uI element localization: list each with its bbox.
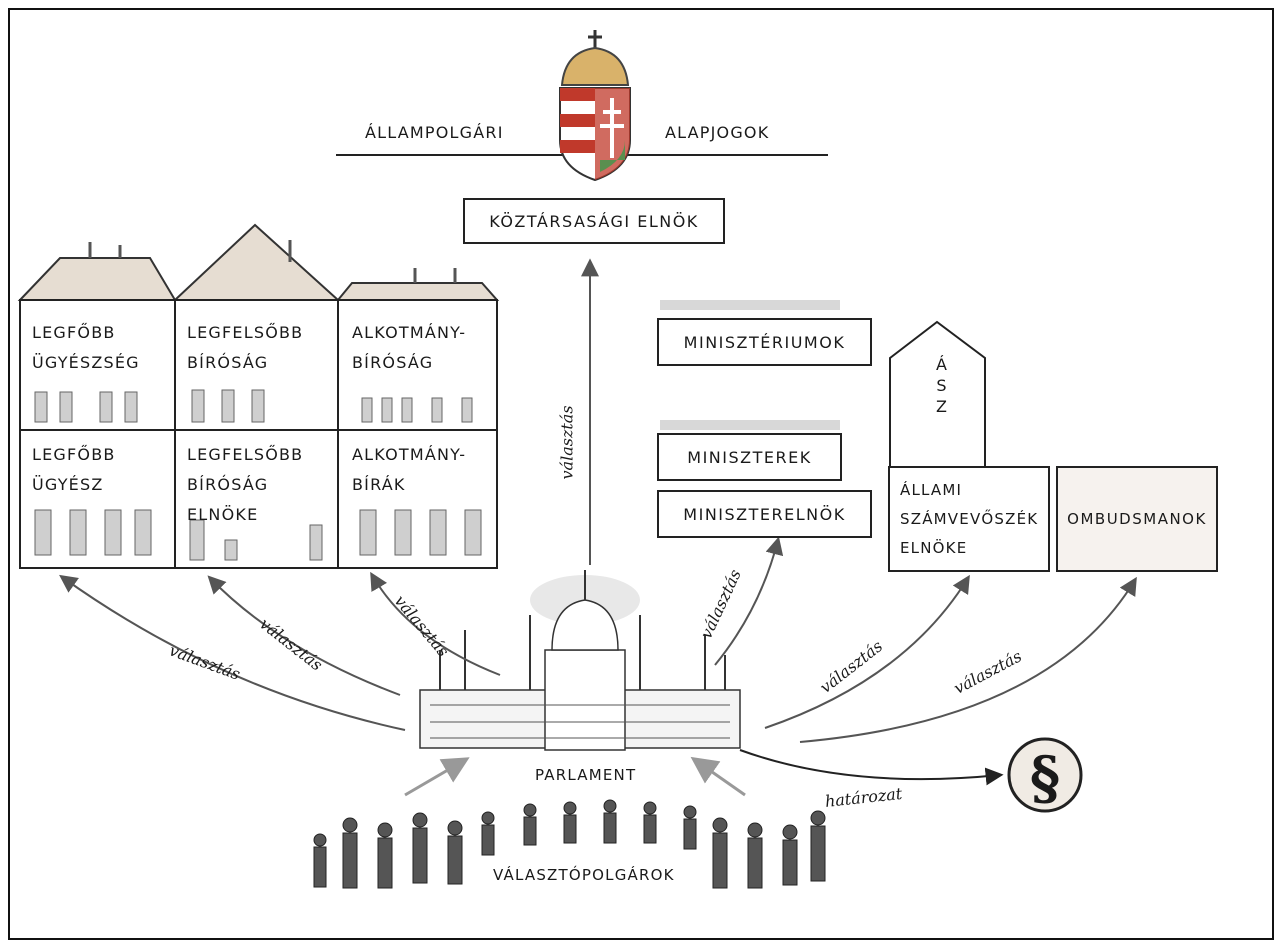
ministries-box: MINISZTÉRIUMOK bbox=[657, 318, 872, 366]
ministers-shade bbox=[660, 420, 840, 430]
asz-label: ÁSZ bbox=[932, 355, 951, 418]
election-label-president: választás bbox=[557, 405, 577, 480]
building-3-upper: ALKOTMÁNY-BÍRÓSÁG bbox=[352, 323, 467, 372]
arrow-to-prime-minister bbox=[714, 536, 784, 666]
arrow-to-constitutional-court bbox=[370, 571, 501, 676]
voters-crowd-icon bbox=[313, 799, 826, 889]
ministers-box: MINISZTEREK bbox=[657, 433, 842, 481]
voters-label: VÁLASZTÓPOLGÁROK bbox=[493, 860, 675, 890]
paragraph-icon: § bbox=[1030, 744, 1060, 812]
ministries-shade bbox=[660, 300, 840, 310]
figure-frame bbox=[8, 8, 1274, 940]
judicial-buildings bbox=[17, 223, 500, 569]
law-circle bbox=[1007, 737, 1083, 813]
asz-tower bbox=[889, 320, 986, 469]
ombudsman-box: OMBUDSMANOK bbox=[1056, 466, 1218, 572]
arrow-voters-left bbox=[404, 757, 470, 797]
arrow-decision bbox=[739, 749, 1004, 786]
arrow-to-ombudsman bbox=[799, 576, 1137, 743]
president-box: KÖZTÁRSASÁGI ELNÖK bbox=[463, 198, 725, 244]
arrow-voters-right bbox=[690, 756, 746, 797]
arrow-to-audit-office bbox=[764, 574, 970, 729]
label-citizen: ÁLLAMPOLGÁRI bbox=[365, 123, 504, 142]
label-fundamental-rights: ALAPJOGOK bbox=[665, 123, 770, 142]
building-3-lower: ALKOTMÁNY-BÍRÁK bbox=[352, 445, 467, 494]
coat-of-arms-icon bbox=[559, 30, 631, 182]
parliament-label: PARLAMENT bbox=[535, 766, 637, 784]
arrow-to-supreme-court bbox=[207, 575, 401, 696]
prime-minister-box: MINISZTERELNÖK bbox=[657, 490, 872, 538]
parliament-icon bbox=[419, 570, 741, 751]
arrow-to-prosecutor bbox=[59, 574, 406, 731]
